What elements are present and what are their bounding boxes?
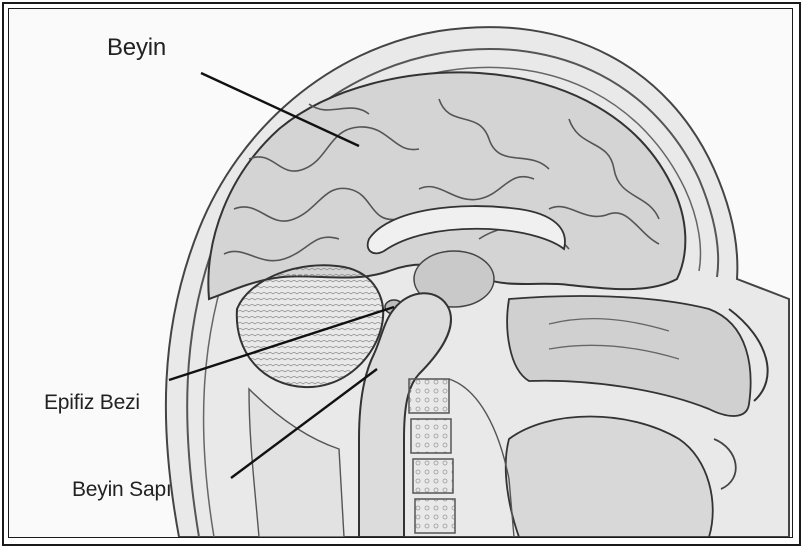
label-pineal-gland: Epifiz Bezi	[44, 391, 140, 415]
label-brainstem: Beyin Sapı	[72, 478, 172, 502]
head-cross-section-illustration	[9, 9, 792, 537]
label-brain: Beyin	[107, 34, 166, 62]
inner-frame	[8, 8, 793, 538]
